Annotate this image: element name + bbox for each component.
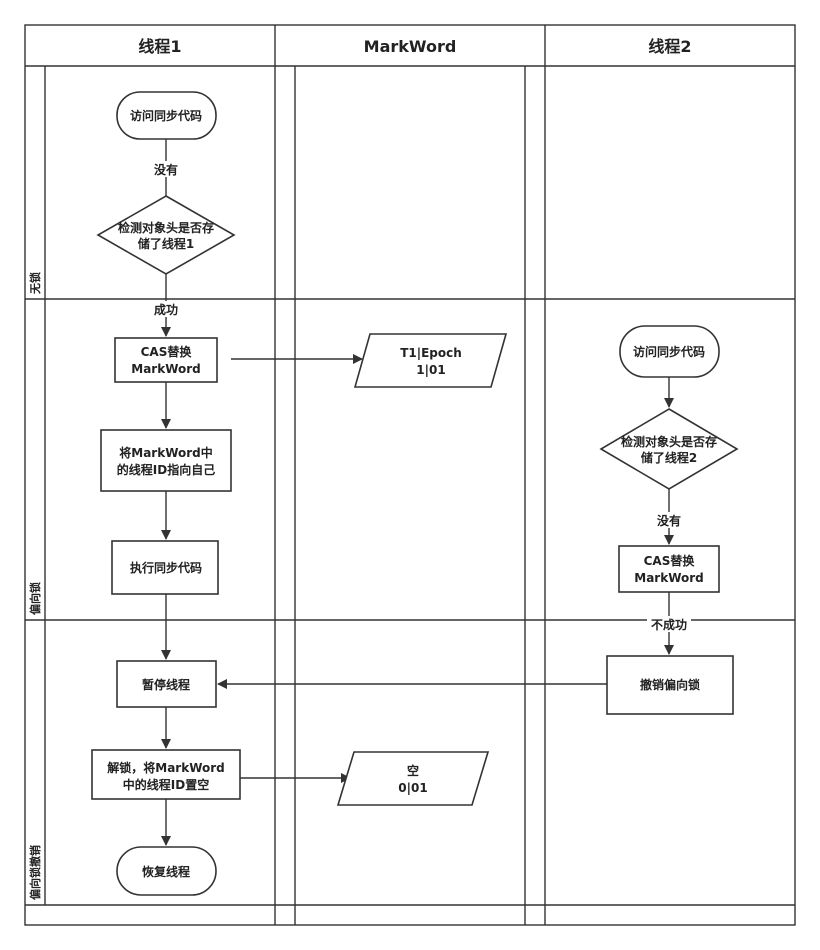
- data-shape: [353, 333, 508, 388]
- node-text-line: 储了线程2: [641, 450, 697, 465]
- phase-label-biased: 偏向锁: [28, 582, 42, 615]
- decision-shape: [96, 195, 236, 275]
- node-text-line: CAS替换: [141, 344, 193, 359]
- node-text-line: 空: [407, 763, 419, 778]
- node-text-line: 1|01: [416, 363, 445, 377]
- edge-label-bg: [653, 512, 685, 528]
- terminal-shape: [619, 325, 720, 378]
- node-t1-resume: 恢复线程: [116, 846, 217, 896]
- node-text-line: 访问同步代码: [633, 344, 705, 359]
- process-shape: [100, 429, 232, 492]
- process-shape: [116, 660, 217, 708]
- process-shape: [111, 540, 219, 595]
- node-t1-access: 访问同步代码: [116, 91, 217, 140]
- process-shape: [618, 545, 720, 593]
- terminal-shape: [116, 91, 217, 140]
- node-t2-cas: CAS替换 MarkWord: [618, 545, 720, 593]
- edge-label-t1-no: 没有: [154, 162, 178, 177]
- process-shape: [91, 749, 241, 800]
- phase-label-nolock: 无锁: [28, 272, 42, 295]
- node-t2-revoke: 撤销偏向锁: [606, 655, 734, 715]
- lane-title-thread1: 线程1: [138, 37, 181, 56]
- node-text-line: T1|Epoch: [400, 346, 462, 360]
- edge-label-bg: [647, 616, 691, 632]
- lane-title-markword: MarkWord: [364, 37, 457, 56]
- node-t1-cas: CAS替换 MarkWord: [114, 337, 218, 383]
- node-t2-check: 检测对象头是否存 储了线程2: [599, 408, 739, 490]
- node-text-line: 撤销偏向锁: [640, 677, 700, 692]
- phase-label-revoke: 偏向锁撤销: [28, 845, 42, 900]
- node-text-line: 暂停线程: [142, 677, 190, 692]
- node-t2-access: 访问同步代码: [619, 325, 720, 378]
- decision-shape: [599, 408, 739, 490]
- node-text-line: 恢复线程: [142, 864, 190, 879]
- node-mw-empty: 空 0|01: [336, 751, 490, 806]
- node-t1-exec: 执行同步代码: [111, 540, 219, 595]
- process-shape: [114, 337, 218, 383]
- node-t1-check: 检测对象头是否存 储了线程1: [96, 195, 236, 275]
- node-text-line: 的线程ID指向自己: [117, 462, 215, 477]
- outer-border: [24, 24, 796, 926]
- terminal-shape: [116, 846, 217, 896]
- edge-label-t1-success: 成功: [154, 302, 178, 317]
- node-t1-unlock: 解锁，将MarkWord 中的线程ID置空: [91, 749, 241, 800]
- node-text-line: 解锁，将MarkWord: [107, 760, 225, 775]
- process-shape: [606, 655, 734, 715]
- edge-label-t2-no: 没有: [657, 513, 681, 528]
- node-text-line: 0|01: [398, 781, 427, 795]
- lane-title-thread2: 线程2: [648, 37, 691, 56]
- node-text-line: CAS替换: [644, 553, 696, 568]
- node-text-line: 将MarkWord中: [119, 445, 213, 460]
- data-shape: [336, 751, 490, 806]
- node-text-line: 检测对象头是否存: [118, 220, 214, 235]
- node-t1-pause: 暂停线程: [116, 660, 217, 708]
- edge-label-bg: [150, 161, 182, 177]
- edge-label-t2-fail: 不成功: [651, 617, 687, 632]
- edge-label-bg: [150, 301, 182, 317]
- swimlane-frame: [24, 24, 796, 926]
- node-text-line: MarkWord: [634, 571, 704, 585]
- edges: [161, 139, 674, 846]
- node-t1-point: 将MarkWord中 的线程ID指向自己: [100, 429, 232, 492]
- node-text-line: 检测对象头是否存: [621, 434, 717, 449]
- node-text-line: 执行同步代码: [130, 560, 202, 575]
- node-text-line: 中的线程ID置空: [123, 777, 209, 792]
- node-text-line: 访问同步代码: [130, 108, 202, 123]
- node-mw-epoch: T1|Epoch 1|01: [353, 333, 508, 388]
- node-text-line: 储了线程1: [138, 236, 194, 251]
- node-text-line: MarkWord: [131, 362, 201, 376]
